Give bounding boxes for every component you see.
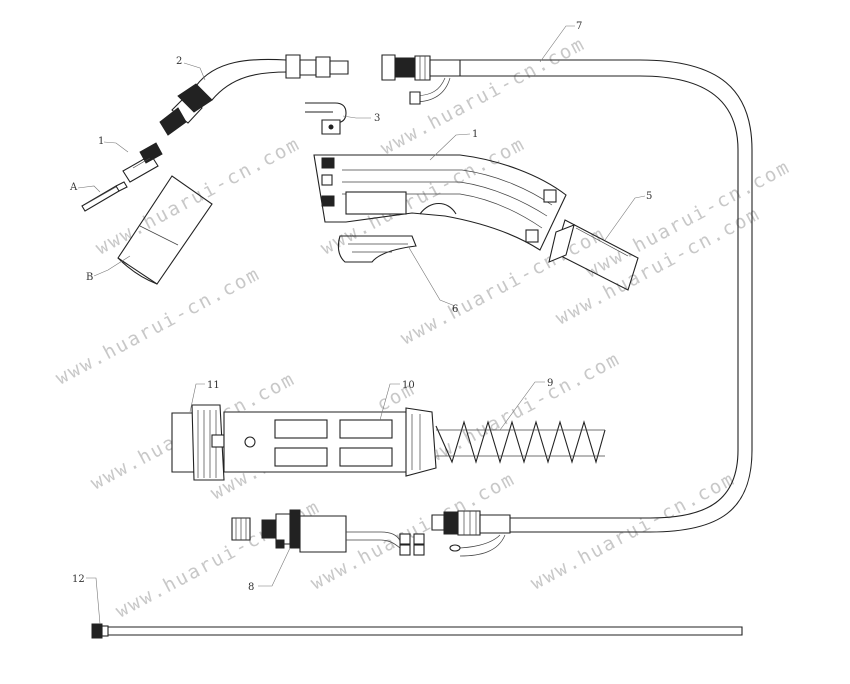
callout-3: 3 (374, 113, 380, 124)
nut-part-11 (171, 404, 225, 481)
callout-8: 8 (248, 582, 254, 593)
cable-part-7 (381, 54, 753, 557)
rear-body-part-10 (223, 407, 437, 477)
leader-lines (77, 25, 646, 625)
callout-6: 6 (452, 304, 458, 315)
trigger-part-6 (337, 235, 417, 263)
callout-1-handle: 1 (472, 129, 478, 140)
callout-labels: 2 1 A B 3 1 7 5 6 11 10 9 8 12 (69, 21, 652, 593)
callout-12: 12 (72, 574, 85, 585)
callout-a: A (69, 182, 78, 193)
clip-part-3 (305, 102, 347, 135)
watermark: www.huarui-cn.com (412, 348, 624, 475)
contact-tip-part-a (81, 181, 128, 212)
watermark: www.huarui-cn.com (397, 223, 609, 350)
callout-2: 2 (176, 56, 182, 67)
watermark: www.huarui-cn.com (377, 33, 589, 160)
handle-part-1 (313, 154, 567, 251)
switch-part-8 (231, 509, 425, 556)
callout-7: 7 (576, 21, 582, 32)
callout-b: B (86, 272, 93, 283)
liner-part-12 (91, 623, 743, 639)
callout-10: 10 (402, 380, 415, 391)
nozzle-part-b (117, 175, 213, 285)
callout-9: 9 (547, 378, 553, 389)
callout-5: 5 (646, 191, 652, 202)
spring-part-9 (435, 420, 606, 464)
tip-holder-part-1 (122, 142, 163, 183)
watermark: www.huarui-cn.com (92, 133, 304, 260)
callout-11: 11 (207, 380, 220, 391)
sleeve-part-5 (548, 219, 639, 291)
gooseneck-part-2 (159, 54, 349, 136)
watermark: www.huarui-cn.com (527, 468, 739, 595)
callout-1-tip-holder: 1 (98, 136, 104, 147)
